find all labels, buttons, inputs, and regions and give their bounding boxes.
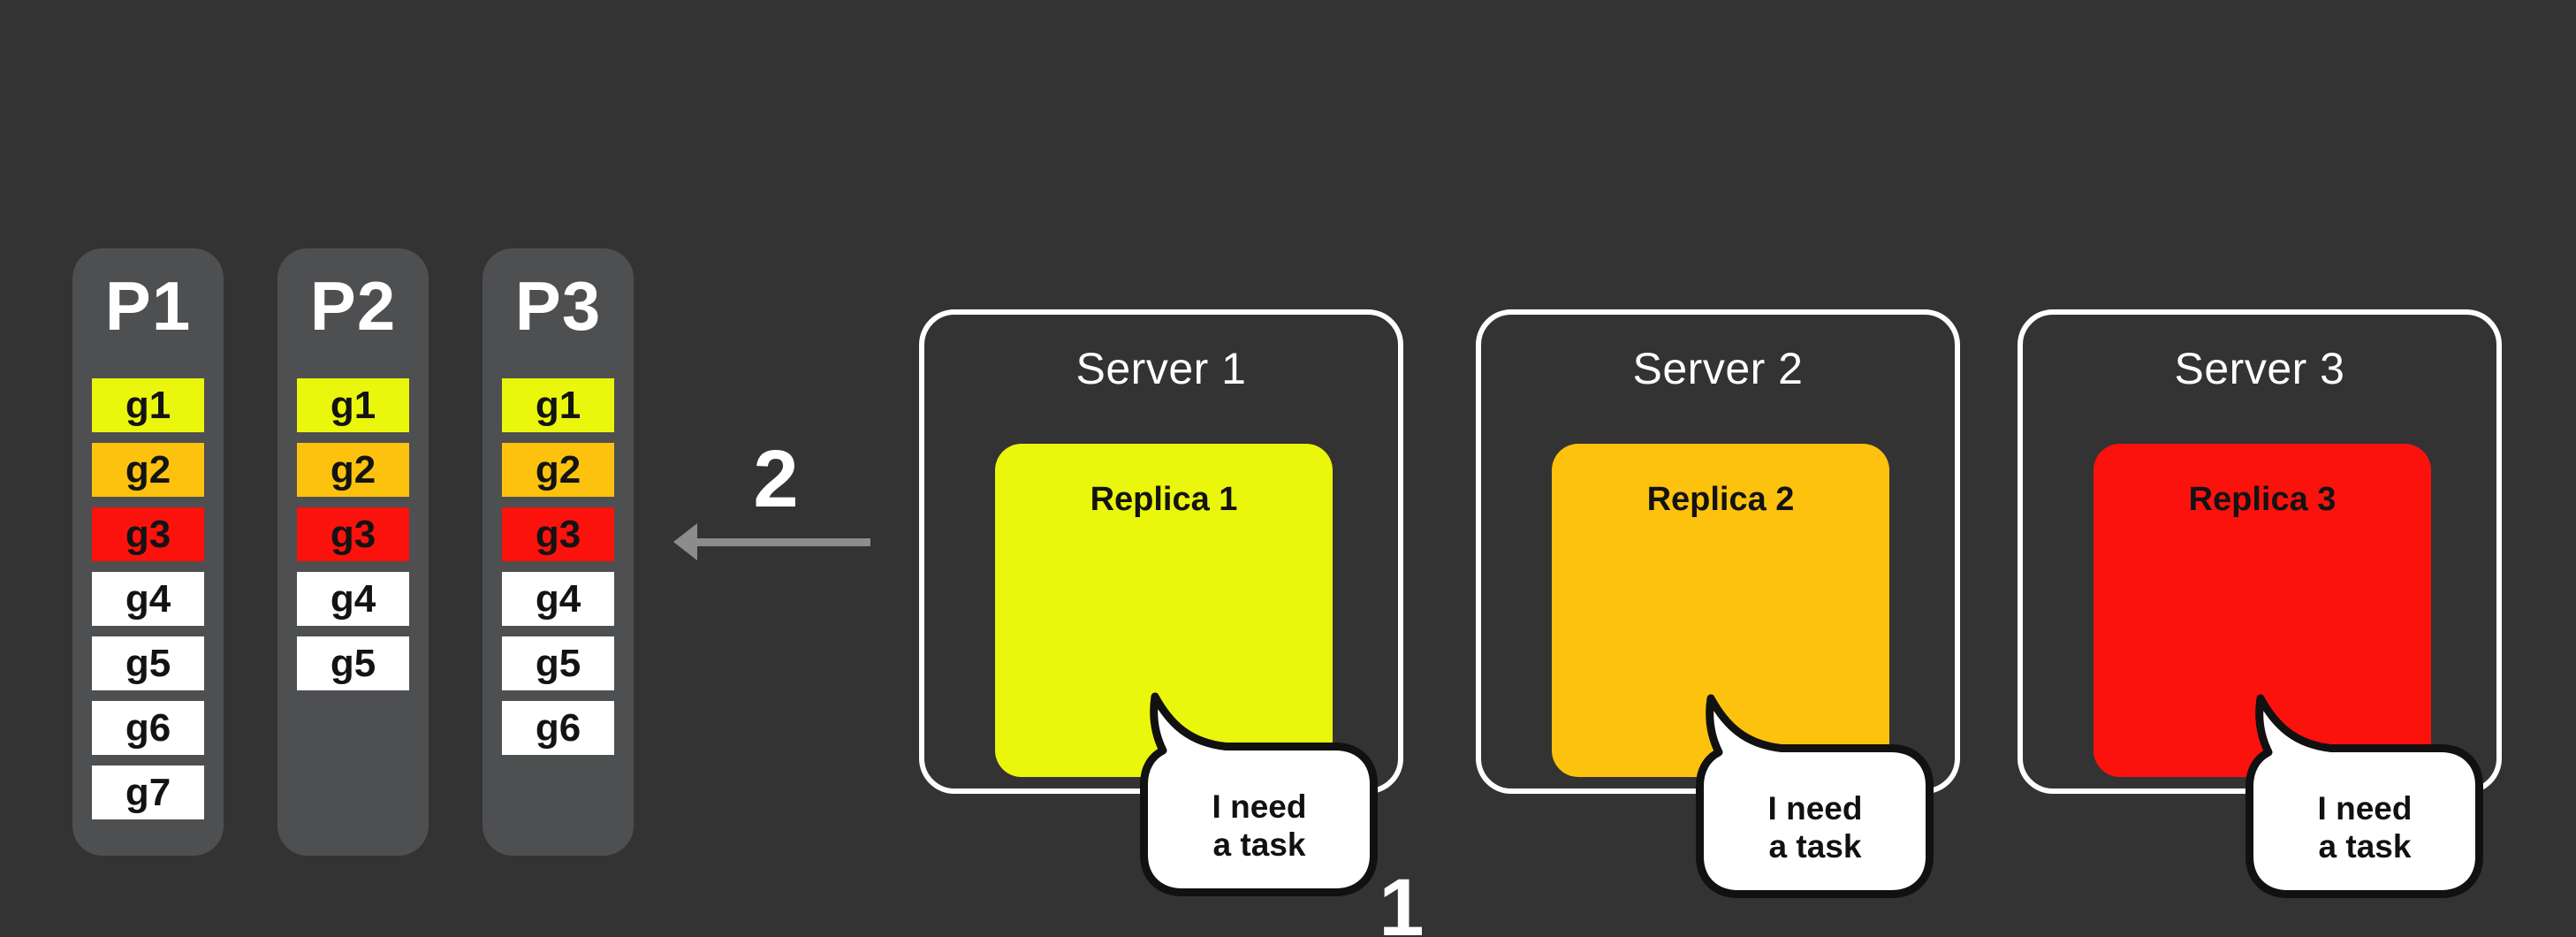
task-chip: g6 xyxy=(92,701,204,755)
step-1-label: 1 xyxy=(1379,863,1425,937)
task-chip: g4 xyxy=(92,572,204,626)
bubble-line-2: a task xyxy=(1768,828,1862,865)
bubble-line-1: I need xyxy=(1212,788,1307,825)
task-chip: g3 xyxy=(297,507,409,561)
partition-title: P1 xyxy=(104,267,192,345)
partition-column-p2: P2 g1 g2 g3 g4 g5 xyxy=(277,248,429,856)
left-arrow-icon xyxy=(673,523,697,560)
step-2-label: 2 xyxy=(753,434,799,524)
task-chip: g1 xyxy=(92,378,204,432)
replica-label: Replica 1 xyxy=(1090,481,1238,518)
bubble-line-2: a task xyxy=(2318,828,2412,865)
bubble-text: I need a task xyxy=(1144,788,1375,864)
task-chip: g2 xyxy=(92,443,204,497)
server-title: Server 2 xyxy=(1632,344,1804,393)
bubble-line-1: I need xyxy=(1767,790,1863,827)
speech-bubble-3: I need a task xyxy=(2245,694,2484,899)
task-chip: g7 xyxy=(92,766,204,819)
left-arrow-shaft xyxy=(695,538,870,546)
task-chip: g4 xyxy=(297,572,409,626)
speech-bubble-shape xyxy=(2245,694,2483,898)
task-chip: g6 xyxy=(502,701,614,755)
server-title: Server 3 xyxy=(2174,344,2345,393)
bubble-text: I need a task xyxy=(1699,789,1931,865)
speech-bubble-1: I need a task xyxy=(1140,692,1379,897)
task-chip: g2 xyxy=(502,443,614,497)
partition-column-p1: P1 g1 g2 g3 g4 g5 g6 g7 xyxy=(72,248,224,856)
task-chip: g2 xyxy=(297,443,409,497)
task-chip: g5 xyxy=(92,636,204,690)
speech-bubble-shape xyxy=(1140,692,1378,896)
replica-label: Replica 2 xyxy=(1646,481,1795,518)
speech-bubble-2: I need a task xyxy=(1696,694,1934,899)
task-chip: g1 xyxy=(297,378,409,432)
bubble-line-2: a task xyxy=(1212,827,1306,863)
task-chip: g4 xyxy=(502,572,614,626)
task-chip: g3 xyxy=(92,507,204,561)
task-chip: g5 xyxy=(297,636,409,690)
speech-bubble-shape xyxy=(1696,694,1934,898)
partition-column-p3: P3 g1 g2 g3 g4 g5 g6 xyxy=(483,248,634,856)
server-title: Server 1 xyxy=(1075,344,1247,393)
partition-title: P2 xyxy=(309,267,397,345)
bubble-text: I need a task xyxy=(2249,789,2481,865)
task-chip: g1 xyxy=(502,378,614,432)
task-chip: g3 xyxy=(502,507,614,561)
bubble-line-1: I need xyxy=(2317,790,2413,827)
partition-title: P3 xyxy=(514,267,602,345)
replica-label: Replica 3 xyxy=(2188,481,2337,518)
task-chip: g5 xyxy=(502,636,614,690)
